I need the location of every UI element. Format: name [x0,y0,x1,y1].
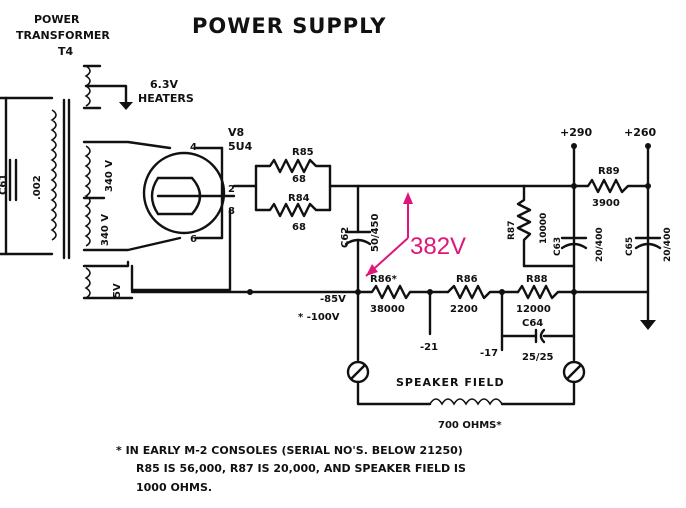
negative-bus [130,284,650,362]
r85-ref: R85 [292,147,314,158]
transformer-label-line2: TRANSFORMER [16,29,110,42]
r86-value: 2200 [450,304,478,315]
r84-value: 68 [292,222,306,233]
tube-ref: V8 [228,126,244,139]
primary-capacitor [8,158,18,202]
rail-290-label: +290 [560,126,593,139]
tube-pin-4: 4 [190,142,197,153]
surge-resistors [232,158,576,218]
c62-ref: C62 [340,227,351,248]
filament-winding [82,260,134,300]
c64-value: 25/25 [522,352,554,363]
heaters-voltage: 6.3V [150,78,178,91]
voltage-annotation-arrow [365,192,413,277]
voltage-annotation: 382V [410,233,466,260]
speaker-field-label: SPEAKER FIELD [396,376,505,389]
r85-value: 68 [292,174,306,185]
tap-minus17: -17 [480,348,498,359]
hv-secondary-winding [82,140,182,252]
footnote-line2: R85 IS 56,000, R87 IS 20,000, AND SPEAKE… [136,462,466,475]
c63-value: 20/400 [595,227,605,262]
r86-ref: R86 [456,274,478,285]
rail-290 [516,143,588,294]
r89-ref: R89 [598,166,620,177]
tube-type: 5U4 [228,140,253,153]
c64-ref: C64 [522,318,543,329]
c63-ref: C63 [553,237,563,256]
tube-pin-2: 2 [228,184,235,195]
neg-bus-v1: -85V [320,294,346,305]
hv-secondary-top-label: 340 V [104,160,115,192]
diagram-title: POWER SUPPLY [192,14,387,38]
r87-ref: R87 [507,221,517,240]
r89-value: 3900 [592,198,620,209]
cap-c61-value: .002 [32,175,43,200]
footnote-line3: 1000 OHMS. [136,481,212,494]
cap-c62 [344,184,372,294]
heater-winding [82,64,133,110]
heaters-label: HEATERS [138,92,194,105]
tap-minus21: -21 [420,342,438,353]
hv-secondary-bottom-label: 340 V [100,214,111,246]
c65-value: 20/400 [663,227,673,262]
r88-ref: R88 [526,274,548,285]
primary-winding [0,96,71,260]
speaker-field-coil [346,360,586,406]
r84-ref: R84 [288,193,310,204]
transformer-label-line1: POWER [34,13,80,26]
transformer-ref: T4 [58,45,74,58]
tube-pin-8: 8 [228,206,235,217]
r86-star-ref: R86* [370,274,398,285]
r86-star-value: 38000 [370,304,405,315]
neg-bus-v2: * -100V [298,312,340,323]
c62-value: 50/450 [370,214,381,252]
r87-value: 10000 [539,213,549,244]
cap-c61-ref: C61 [0,174,9,195]
footnote-line1: * IN EARLY M-2 CONSOLES (SERIAL NO'S. BE… [116,444,463,457]
c65-ref: C65 [625,237,635,256]
speaker-field-value: 700 OHMS* [438,420,502,431]
rail-260-label: +260 [624,126,657,139]
tube-pin-6: 6 [190,234,197,245]
filament-voltage: 5V [112,283,123,298]
r88-value: 12000 [516,304,551,315]
rectifier-tube-v8 [142,146,236,240]
